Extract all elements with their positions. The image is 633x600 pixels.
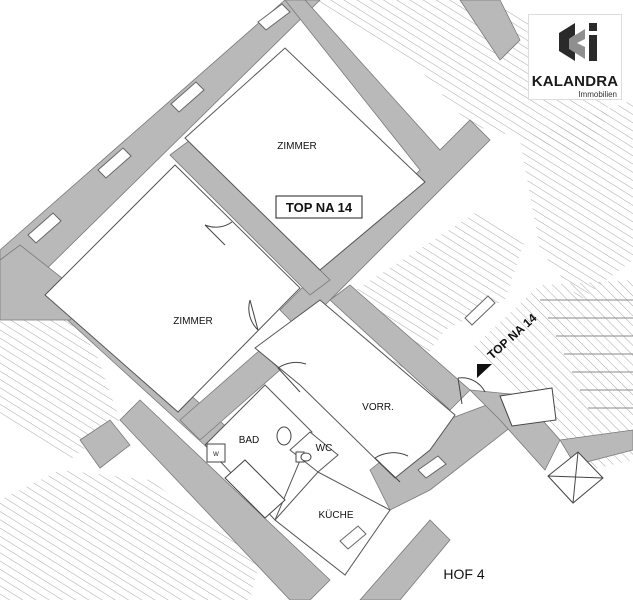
toilet-bowl [300, 452, 312, 462]
door-swing [457, 377, 486, 405]
unit-label: TOP NA 14 [286, 200, 353, 215]
washing-machine [206, 443, 226, 463]
wash-basin [276, 426, 292, 446]
neighbour-area-left [0, 290, 120, 460]
neighbour-area-bottom-left [0, 470, 260, 600]
lift-cross [547, 451, 604, 504]
window [170, 81, 205, 113]
window [97, 147, 132, 179]
room-vorraum [254, 299, 456, 479]
window [339, 525, 367, 550]
room-label-hof: HOF 4 [443, 566, 484, 582]
room-label-wc: WC [316, 443, 333, 454]
window [464, 295, 496, 326]
doors [204, 221, 486, 483]
room-zimmer-upper [184, 47, 426, 271]
door-swing [277, 361, 307, 393]
room-label-kueche: KÜCHE [318, 509, 353, 521]
washer-mark: W [213, 452, 219, 458]
apartment-rooms [44, 47, 456, 576]
wall-bottom-right [359, 519, 451, 600]
logo-name: KALANDRA [531, 73, 619, 90]
room-label-zimmer-lower: ZIMMER [173, 316, 212, 327]
room-label-vorraum: VORR. [362, 402, 394, 413]
wall-between-rooms [169, 139, 331, 296]
logo-subtitle: Immobilien [578, 90, 617, 99]
fixtures [206, 387, 604, 519]
bathtub [224, 459, 286, 519]
entrance-arrow-icon [477, 364, 492, 378]
window [27, 212, 62, 244]
neighbour-area-right [520, 100, 633, 300]
room-label-bad: BAD [239, 435, 260, 446]
wall-chimney [79, 419, 131, 469]
bay-element [499, 387, 557, 427]
exterior-wall-facade [0, 0, 321, 296]
door-swing [204, 221, 233, 246]
room-zimmer-lower [44, 164, 301, 413]
wall-top-right-stub [459, 0, 521, 61]
logo-mark-icon [559, 23, 597, 61]
company-logo: KALANDRA Immobilien [528, 14, 622, 100]
door-swing [248, 299, 259, 331]
windows [27, 3, 496, 550]
wall-lower-main [119, 399, 331, 600]
door-swing [374, 452, 409, 483]
room-wc [289, 431, 339, 473]
room-label-zimmer-upper: ZIMMER [277, 141, 316, 152]
staircase-area [470, 280, 633, 470]
window [257, 3, 291, 31]
window [417, 455, 447, 479]
room-kueche [274, 471, 391, 576]
stairs [540, 299, 633, 409]
unit-label-box [275, 195, 363, 219]
